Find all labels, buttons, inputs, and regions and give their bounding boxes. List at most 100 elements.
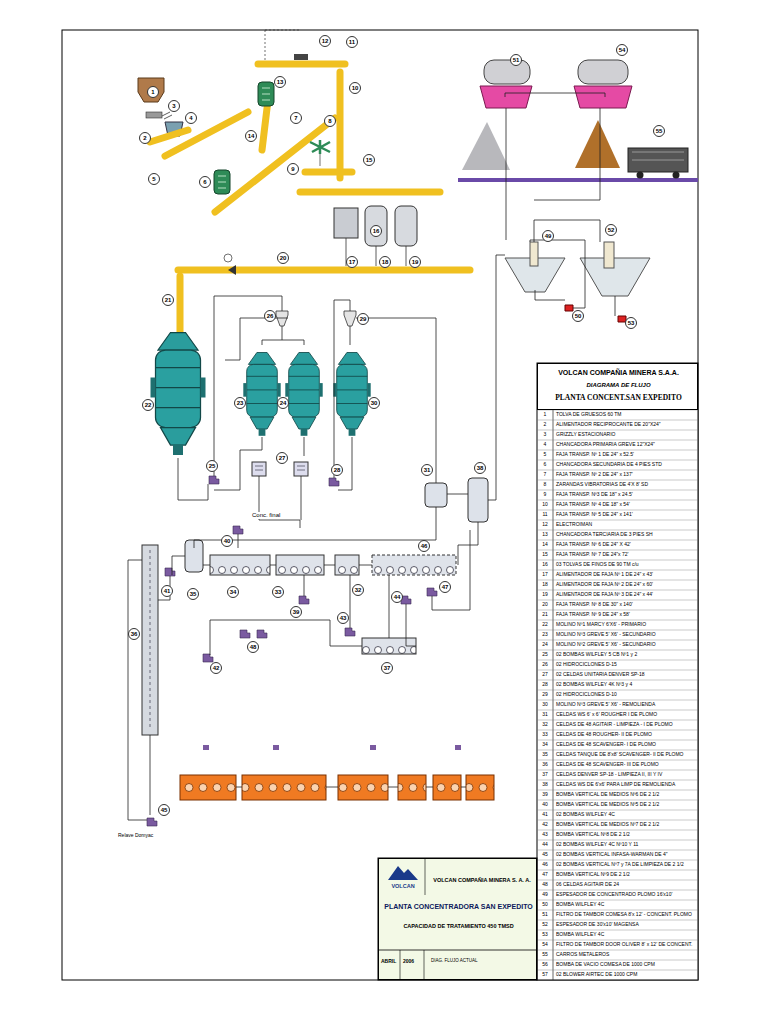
table-text: FAJA TRANSP. Nº 5 DE 24" x 141': [556, 512, 633, 518]
callout-number: 16: [370, 225, 382, 237]
callout-number: 19: [409, 256, 421, 268]
crushing-circuit: [320, 154, 321, 166]
table-number: 21: [542, 612, 548, 618]
flotation-circuit: [427, 588, 437, 596]
callout-number: 52: [605, 224, 617, 236]
table-number: 32: [542, 722, 548, 728]
flotation-circuit: [458, 522, 478, 565]
table-text: 02 BLOWER AIRTEC DE 1000 CPM: [556, 972, 637, 978]
table-text: 02 BOMBAS WILFLEY 5 CB Nº1 y 2: [556, 652, 637, 658]
dewatering: [530, 242, 538, 266]
flotation-circuit: [372, 555, 456, 575]
heading-text: VOLCAN: [391, 883, 414, 889]
table-text: FAJA TRANSP. Nº 7 DE 24"x 72': [556, 552, 628, 558]
table-rule: [537, 830, 698, 831]
table-rule: [537, 980, 698, 981]
flotation-circuit: [150, 735, 151, 815]
callout-number: 42: [210, 662, 222, 674]
grinding-circuit: [214, 296, 282, 476]
table-rule: [537, 580, 698, 581]
frame: [62, 30, 698, 980]
table-rule: [537, 920, 698, 921]
flotation-circuit: [240, 630, 250, 638]
frame: [537, 363, 698, 980]
table-text: CELDAS WS 6' x 6' ROUGHER I DE PLOMO: [556, 712, 657, 718]
table-text: ALIMENTADOR DE FAJA Nº 2 DE 24" x 60': [556, 582, 653, 588]
callout-number: 44: [391, 591, 403, 603]
callout-number: 11: [346, 36, 358, 48]
callout-number: 47: [439, 581, 451, 593]
table-number: 17: [542, 572, 548, 578]
table-number: 11: [542, 512, 547, 518]
dewatering: [578, 60, 628, 84]
callout-number: 23: [234, 397, 246, 409]
table-rule: [537, 730, 698, 731]
table-text: BOMBA DE VACIO COMESA DE 1000 CPM: [556, 962, 655, 968]
table-number: 19: [542, 592, 548, 598]
table-text: BOMBA VERTICAL DE MEDIOS Nº7 DE 2 1/2: [556, 822, 659, 828]
table-number: 9: [544, 492, 547, 498]
grinding-circuit: [225, 318, 288, 360]
callout-number: 36: [128, 628, 140, 640]
grinding-circuit: [151, 296, 437, 528]
crushing-circuit: [262, 100, 268, 150]
tailings-cells: [398, 775, 426, 800]
table-text: BOMBA VERTICAL Nº8 DE 2 1/2: [556, 832, 630, 838]
table-text: 02 CELDAS UNITARIA DENVER SP-18: [556, 672, 645, 678]
callout-number: 34: [227, 586, 239, 598]
callout-number: 24: [277, 397, 289, 409]
flotation-circuit: [273, 745, 279, 750]
crushing-circuit: [224, 254, 232, 262]
frame: [378, 950, 537, 951]
table-number: 22: [542, 622, 548, 628]
table-rule: [537, 630, 698, 631]
tailings-cells: [147, 775, 494, 826]
flotation-circuit: [165, 568, 175, 576]
table-number: 6: [544, 462, 547, 468]
table-rule: [537, 530, 698, 531]
callout-number: 14: [245, 130, 257, 142]
table-text: 02 BOMBAS WILFLEY 4K Nº3 y 4: [556, 682, 632, 688]
callout-number: 29: [357, 313, 369, 325]
callout-number: 54: [616, 44, 628, 56]
callout-number: 8: [324, 115, 336, 127]
table-rule: [537, 560, 698, 561]
tailings-cells: [180, 775, 236, 800]
table-text: ALIMENTADOR RECIPROCANTE DE 20"X24": [556, 422, 661, 428]
table-rule: [537, 930, 698, 931]
flotation-circuit: [406, 604, 416, 646]
dewatering: [458, 60, 698, 322]
table-number: 51: [542, 912, 548, 918]
table-number: 41: [542, 812, 548, 818]
table-number: 50: [542, 902, 548, 908]
flotation-circuit: [447, 494, 468, 495]
dewatering: [574, 86, 632, 108]
dewatering: [580, 258, 650, 296]
frame: [424, 950, 425, 980]
flotation-circuit: [432, 530, 470, 610]
flow-note: Conc. final: [252, 512, 280, 519]
table-number: 42: [542, 822, 548, 828]
table-number: 45: [542, 852, 548, 858]
table-rule: [537, 770, 698, 771]
fine-ore-bins: [365, 206, 387, 246]
frame: [62, 30, 698, 980]
grinding-circuit: [333, 353, 370, 436]
table-number: 29: [542, 692, 548, 698]
table-rule: [537, 590, 698, 591]
table-number: 38: [542, 782, 548, 788]
crushing-circuit: [258, 61, 345, 68]
crushing-circuit: [294, 54, 308, 60]
table-number: 35: [542, 752, 548, 758]
crushing-circuit: [138, 30, 470, 340]
table-text: 02 BOMBAS VERTICAL INFASA-WARMAN DE 4": [556, 852, 668, 858]
grinding-circuit: [334, 300, 350, 478]
table-number: 39: [542, 792, 548, 798]
table-text: CHANCADORA SECUNDARIA DE 4 PIES STD: [556, 462, 662, 468]
title-block: VOLCANVOLCAN COMPAÑIA MINERA S. A. A.PLA…: [378, 858, 537, 980]
table-text: FAJA TRANSP. Nº 8 DE 30" x 140': [556, 602, 633, 608]
legend-header: VOLCAN COMPAÑIA MINERA S.A.A.DIAGRAMA DE…: [537, 363, 698, 410]
flotation-circuit: [128, 255, 505, 820]
table-text: BOMBA WILFLEY 4C: [556, 902, 604, 908]
